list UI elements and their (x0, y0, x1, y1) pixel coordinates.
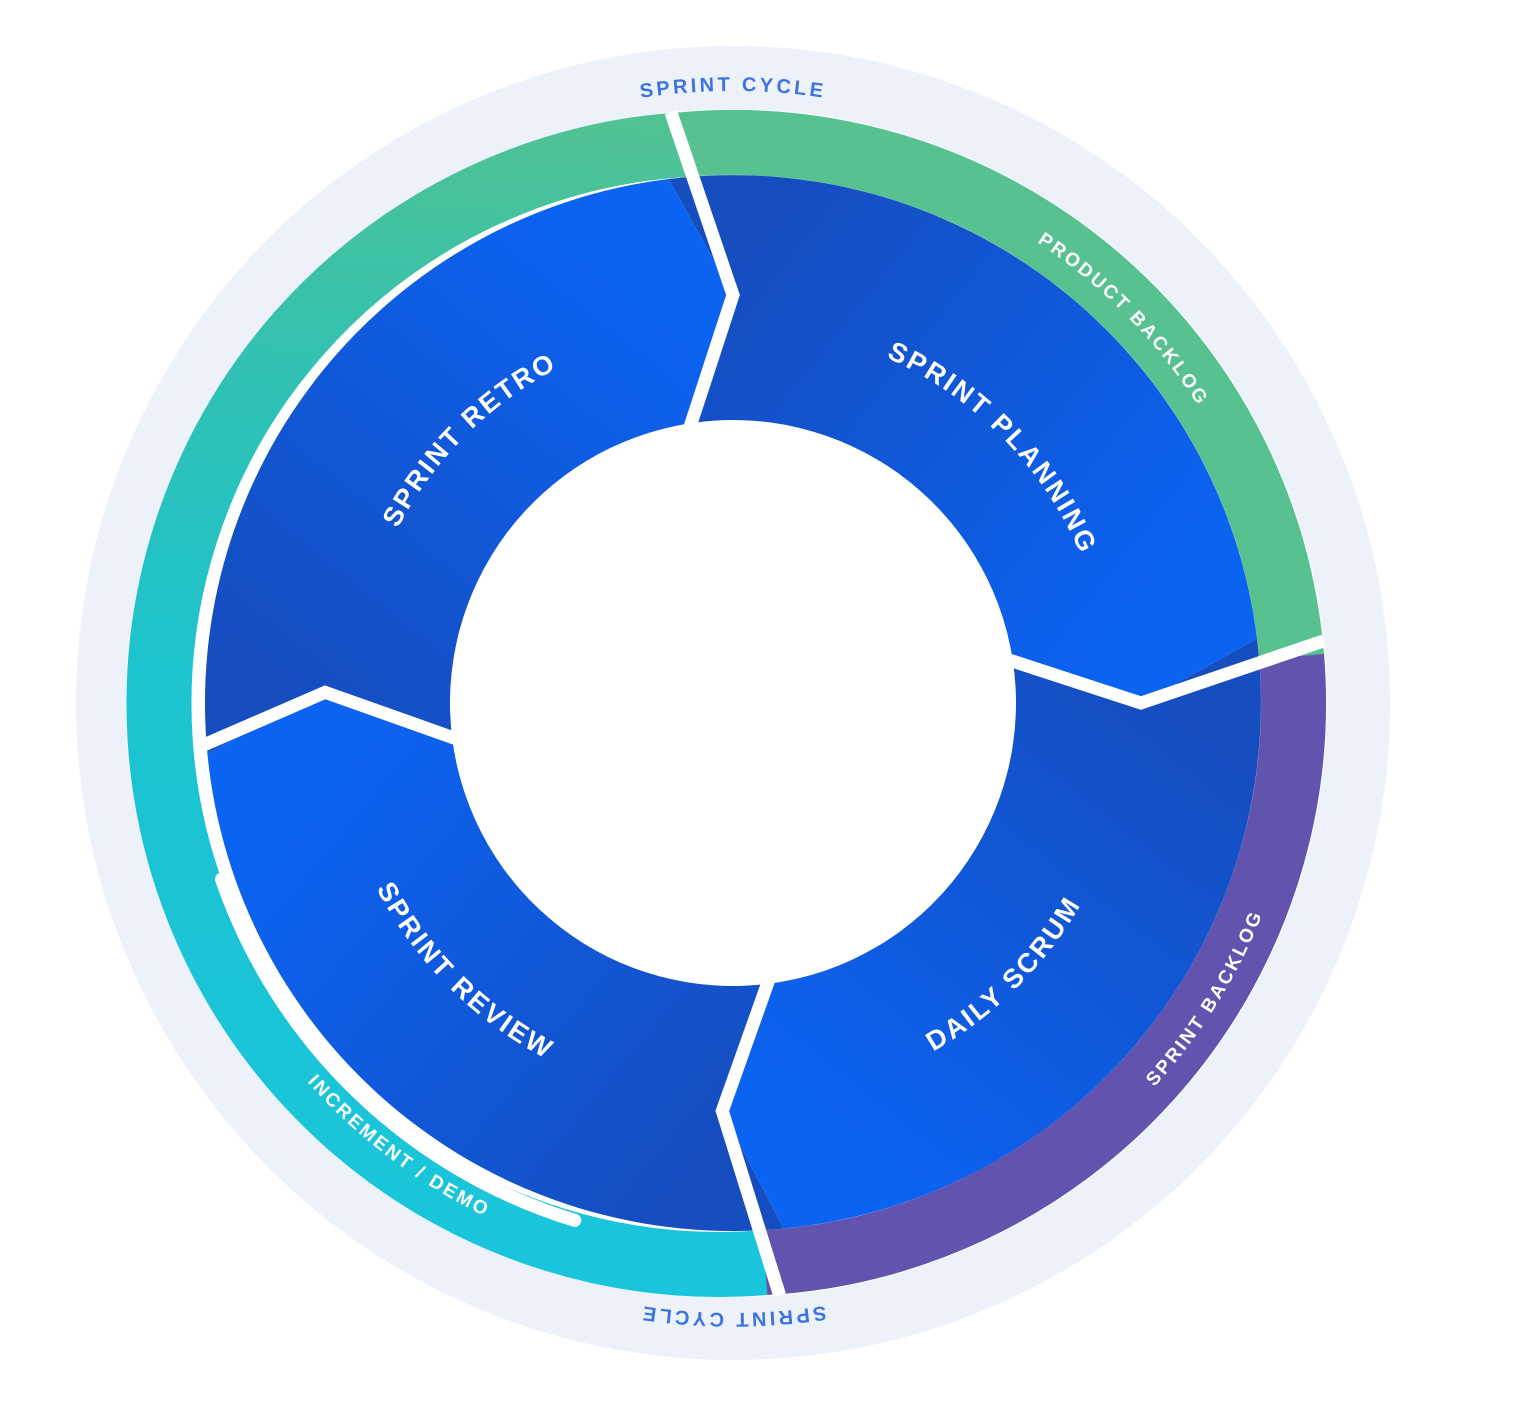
arc-sprint-backlog (762, 653, 1326, 1296)
gap-review-increment (215, 872, 582, 1227)
divider-review-retro (202, 685, 460, 751)
segment-sprint-review (207, 692, 784, 1232)
arc-product-backlog (683, 110, 1324, 660)
segment-sprint-planning (668, 175, 1257, 704)
arc-increment-demo (126, 111, 768, 1297)
segment-daily-scrum (722, 638, 1261, 1229)
segment-sprint-retro (204, 179, 733, 754)
divider-planning-scrum (1005, 634, 1326, 710)
outer-pale-ring (76, 46, 1390, 1360)
divider-scrum-review (715, 976, 786, 1298)
divider-retro-planning (664, 110, 740, 431)
